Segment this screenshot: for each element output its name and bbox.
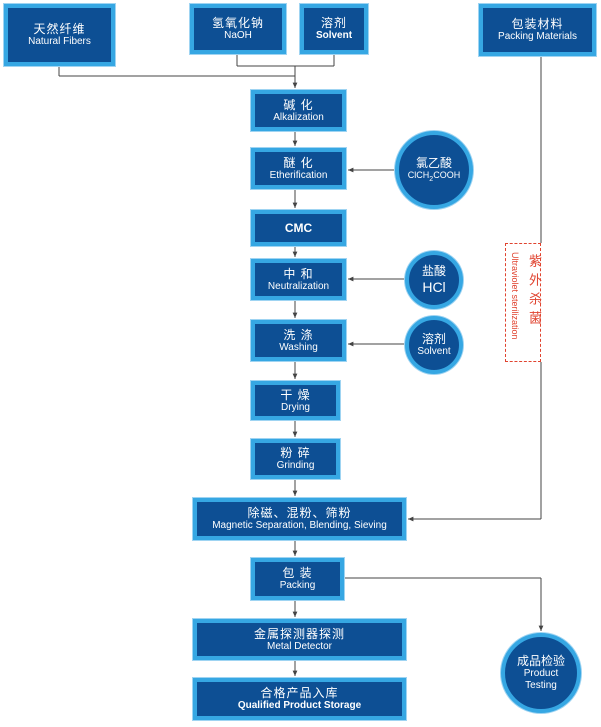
reagent-solvent: 溶剂 Solvent bbox=[405, 316, 463, 374]
reagent-hcl: 盐酸 HCl bbox=[405, 251, 463, 309]
step-etherification: 醚 化 Etherification bbox=[251, 148, 346, 189]
uv-sterilization-box: Ultraviolet sterilization 紫外杀菌 bbox=[505, 243, 542, 362]
hcl-en: HCl bbox=[422, 278, 446, 295]
metal-detector-en: Metal Detector bbox=[266, 640, 333, 652]
formula-subscript: 2 bbox=[429, 175, 434, 183]
packing-cn: 包 装 bbox=[282, 566, 313, 581]
testing-cn: 成品检验 bbox=[516, 653, 565, 668]
testing-en-1: Product bbox=[523, 668, 559, 680]
etherification-en: Etherification bbox=[269, 169, 328, 181]
metal-detector-cn: 金属探测器探测 bbox=[253, 626, 345, 641]
step-neutralization: 中 和 Neutralization bbox=[251, 259, 346, 300]
step-alkalization: 碱 化 Alkalization bbox=[251, 90, 346, 131]
packing-materials-cn: 包装材料 bbox=[511, 17, 564, 32]
step-metal-detector: 金属探测器探测 Metal Detector bbox=[193, 619, 406, 660]
uv-sterilization-cn: 紫外杀菌 bbox=[527, 254, 542, 330]
reagent-chloroacetic-acid: 氯乙酸 ClCH2COOH bbox=[395, 131, 473, 209]
alkalization-en: Alkalization bbox=[273, 111, 324, 123]
packing-en: Packing bbox=[279, 580, 316, 592]
natural-fibers-en: Natural Fibers bbox=[28, 36, 91, 48]
magnetic-cn: 除磁、混粉、筛粉 bbox=[247, 506, 352, 521]
hcl-cn: 盐酸 bbox=[421, 264, 446, 279]
input-packing-materials: 包装材料 Packing Materials bbox=[479, 4, 596, 56]
neutralization-cn: 中 和 bbox=[283, 266, 314, 281]
reagent-solvent-cn: 溶剂 bbox=[421, 331, 446, 346]
reagent-solvent-en: Solvent bbox=[417, 346, 451, 358]
solvent-en: Solvent bbox=[315, 30, 353, 42]
storage-en: Qualified Product Storage bbox=[237, 700, 362, 712]
chloroacetic-cn: 氯乙酸 bbox=[415, 155, 452, 170]
alkalization-cn: 碱 化 bbox=[283, 97, 314, 112]
drying-cn: 干 燥 bbox=[280, 387, 311, 402]
packing-materials-en: Packing Materials bbox=[498, 31, 577, 43]
step-packing: 包 装 Packing bbox=[251, 558, 344, 600]
input-solvent: 溶剂 Solvent bbox=[300, 4, 368, 54]
formula-pre: ClCH bbox=[407, 170, 430, 181]
product-testing: 成品检验 Product Testing bbox=[501, 633, 581, 713]
step-cmc: CMC bbox=[251, 210, 346, 246]
uv-sterilization-en: Ultraviolet sterilization bbox=[510, 252, 520, 340]
drying-en: Drying bbox=[281, 401, 310, 413]
input-natural-fibers: 天然纤维 Natural Fibers bbox=[4, 4, 115, 66]
input-naoh: 氢氧化钠 NaOH bbox=[190, 4, 286, 54]
natural-fibers-cn: 天然纤维 bbox=[33, 22, 86, 37]
step-washing: 洗 涤 Washing bbox=[251, 320, 346, 361]
naoh-en: NaOH bbox=[224, 30, 252, 42]
chloroacetic-formula: ClCH2COOH bbox=[408, 170, 460, 184]
grinding-en: Grinding bbox=[276, 460, 315, 472]
naoh-cn: 氢氧化钠 bbox=[211, 16, 264, 31]
testing-en-2: Testing bbox=[525, 680, 557, 692]
etherification-cn: 醚 化 bbox=[283, 155, 314, 170]
storage-cn: 合格产品入库 bbox=[260, 686, 339, 701]
step-magnetic-blending-sieving: 除磁、混粉、筛粉 Magnetic Separation, Blending, … bbox=[193, 498, 406, 540]
step-drying: 干 燥 Drying bbox=[251, 381, 340, 420]
grinding-cn: 粉 碎 bbox=[280, 446, 311, 461]
washing-cn: 洗 涤 bbox=[283, 327, 314, 342]
step-product-storage: 合格产品入库 Qualified Product Storage bbox=[193, 678, 406, 720]
washing-en: Washing bbox=[279, 341, 318, 353]
neutralization-en: Neutralization bbox=[267, 280, 330, 292]
solvent-cn: 溶剂 bbox=[320, 16, 347, 31]
formula-post: COOH bbox=[433, 170, 461, 181]
cmc-label: CMC bbox=[284, 220, 313, 235]
step-grinding: 粉 碎 Grinding bbox=[251, 439, 340, 479]
magnetic-en: Magnetic Separation, Blending, Sieving bbox=[212, 520, 387, 532]
